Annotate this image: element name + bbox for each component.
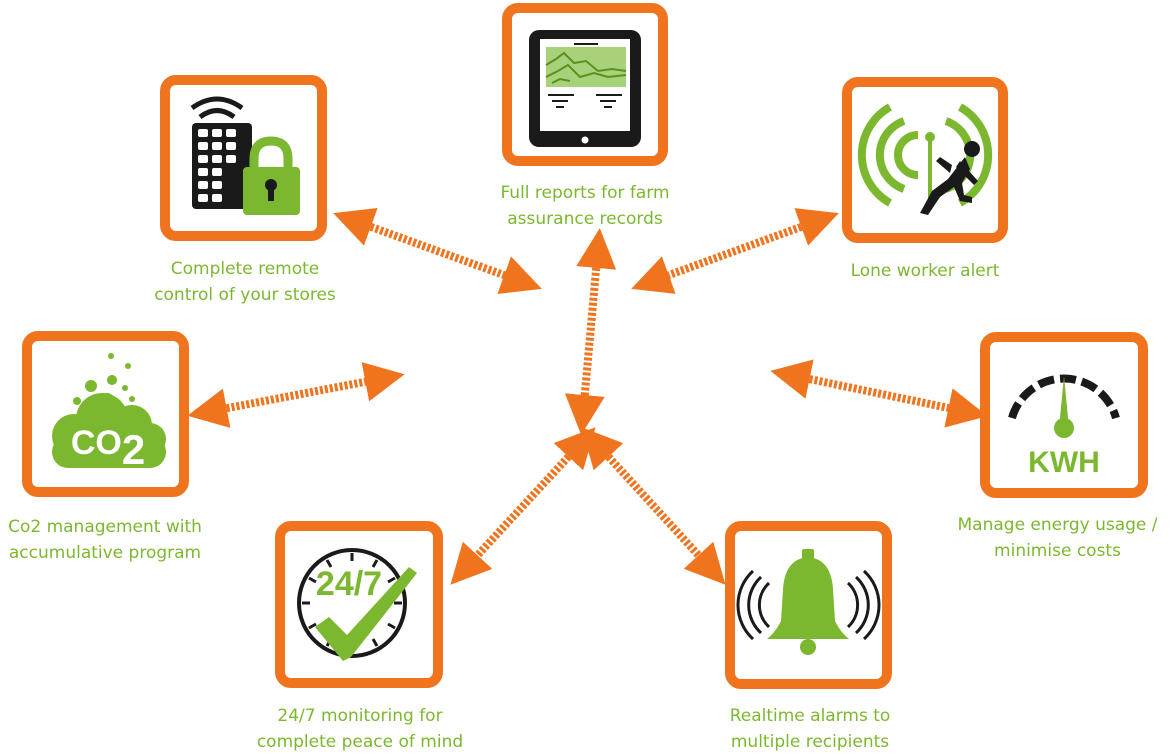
label-line: accumulative program (8, 543, 202, 563)
label-line: Manage energy usage / (957, 515, 1158, 535)
label-line: control of your stores (154, 285, 336, 305)
label-alarms: Realtime alarms to multiple recipients (690, 703, 930, 755)
label-co2: Co2 management with accumulative program (0, 514, 210, 566)
tile-remote (160, 75, 327, 241)
monitoring-icon-text: 24/7 (316, 565, 382, 603)
arrow-lone (631, 208, 839, 294)
label-energy: Manage energy usage / minimise costs (944, 512, 1171, 564)
keypad-lock-icon (190, 96, 300, 215)
tablet-chart-icon (529, 30, 641, 147)
label-line: 24/7 monitoring for (277, 706, 443, 726)
kwh-icon-text: KWH (1028, 446, 1100, 479)
arrow-alarms (581, 427, 726, 585)
label-line: Complete remote (170, 259, 320, 279)
ringing-bell-icon (736, 549, 881, 655)
clock-checkmark-icon: 24/7 (297, 548, 417, 661)
label-line: Full reports for farm (500, 183, 670, 203)
label-line: Realtime alarms to (729, 706, 891, 726)
tile-monitoring: 24/7 (275, 521, 443, 688)
arrow-monitoring (450, 427, 596, 585)
label-monitoring: 24/7 monitoring for complete peace of mi… (230, 703, 490, 755)
label-line: Lone worker alert (850, 261, 1000, 281)
tile-reports (502, 3, 668, 166)
label-line: complete peace of mind (256, 732, 464, 752)
tile-co2: CO2 (22, 331, 189, 497)
label-line: Co2 management with (8, 517, 202, 537)
arrow-co2 (187, 362, 405, 428)
kwh-gauge-icon: KWH (1008, 374, 1120, 479)
tile-energy: KWH (980, 332, 1148, 498)
arrow-energy (770, 359, 988, 428)
label-line: multiple recipients (730, 732, 890, 752)
label-reports: Full reports for farm assurance records (460, 180, 710, 232)
co2-cloud-icon: CO2 (52, 353, 166, 473)
tile-alarms (725, 521, 892, 689)
arrow-remote (333, 208, 542, 294)
label-line: assurance records (507, 209, 663, 229)
label-remote: Complete remote control of your stores (120, 256, 370, 308)
falling-worker-signal-icon (857, 103, 993, 215)
label-lone: Lone worker alert (810, 258, 1040, 284)
arrow-reports (564, 228, 617, 435)
tile-lone (842, 77, 1008, 243)
label-line: minimise costs (994, 541, 1121, 561)
